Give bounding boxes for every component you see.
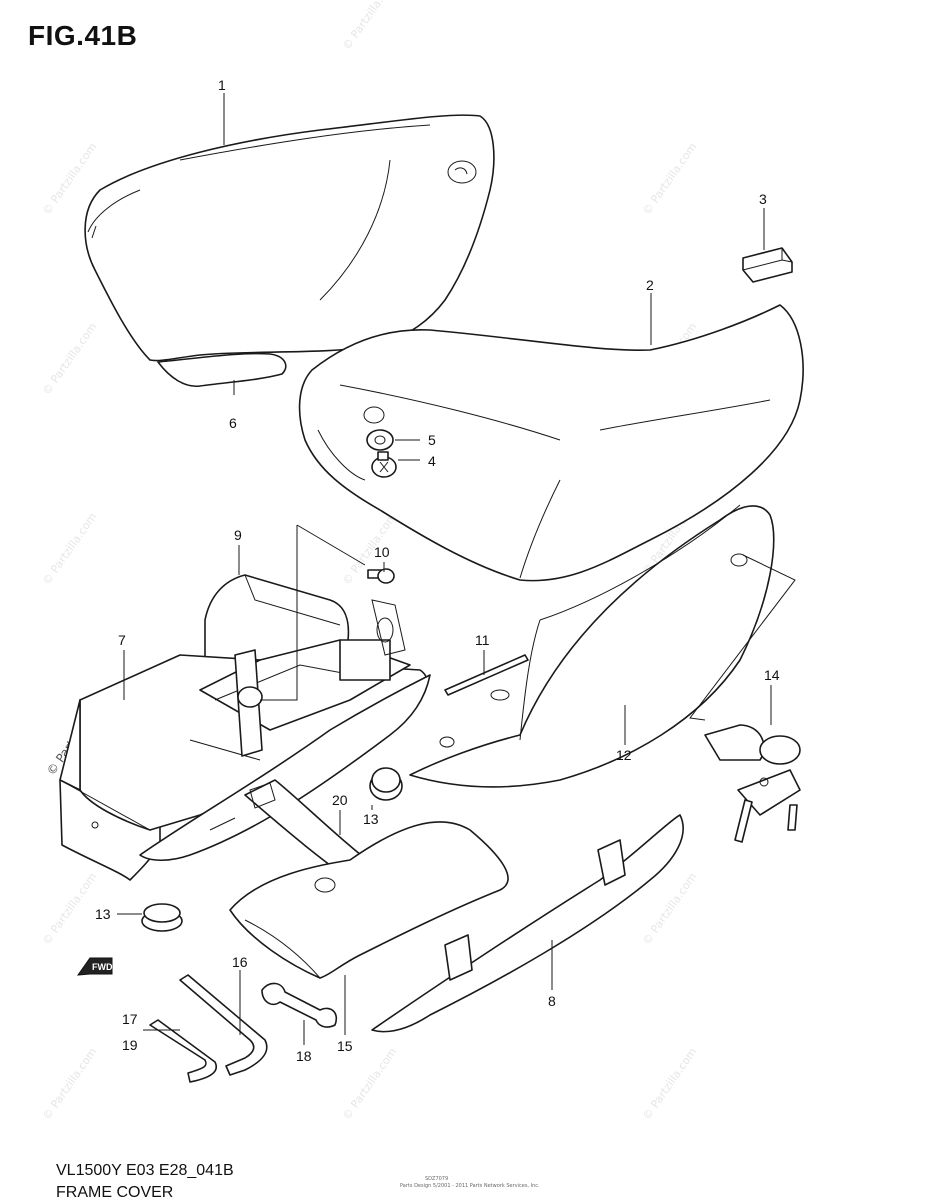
small-code: SDZ7079	[425, 1176, 449, 1182]
frame-cover-right	[298, 304, 804, 582]
callout-number: 10	[374, 544, 390, 560]
callout-number: 16	[232, 954, 248, 970]
callout-number: 2	[646, 277, 654, 293]
grommet	[369, 767, 403, 801]
screw	[371, 451, 397, 478]
leader-lines	[117, 93, 796, 1045]
callout-number: 19	[122, 1037, 138, 1053]
frame-cover-left	[84, 114, 495, 362]
spanner-wrench	[261, 982, 338, 1028]
callout-number: 15	[337, 1038, 353, 1054]
callout-number: 20	[332, 792, 348, 808]
tool-bag-strip	[371, 814, 684, 1033]
callout-number: 1	[218, 77, 226, 93]
tail-cover	[409, 504, 775, 788]
callout-number: 7	[118, 632, 126, 648]
callout-number: 17	[122, 1011, 138, 1027]
cushion-washer	[366, 429, 394, 451]
callout-number: 6	[229, 415, 237, 431]
callout-number: 8	[548, 993, 556, 1009]
tool-box	[59, 599, 431, 881]
grommet	[141, 903, 183, 932]
figure-title: FIG.41B	[28, 20, 138, 51]
cushion	[742, 247, 793, 283]
callout-number: 13	[363, 811, 379, 827]
small-credit: Parts Design 5/2001 - 2011 Parts Network…	[400, 1183, 540, 1189]
callout-number: 4	[428, 453, 436, 469]
lock-set	[704, 724, 801, 843]
callout-number: 12	[616, 747, 632, 763]
fwd-arrow: FWD	[76, 957, 113, 976]
bolt	[367, 568, 395, 584]
tool-bag	[229, 821, 509, 979]
callout-number: 9	[234, 527, 242, 543]
callout-number: 14	[764, 667, 780, 683]
hex-wrench	[149, 1019, 217, 1083]
callout-number: 3	[759, 191, 767, 207]
callout-number: 13	[95, 906, 111, 922]
model-code: VL1500Y E03 E28_041B	[56, 1162, 234, 1179]
fwd-label: FWD	[92, 962, 113, 972]
hex-wrench	[179, 974, 268, 1076]
frame-cover-cushion	[157, 352, 287, 387]
callout-number: 11	[475, 632, 490, 648]
figure-caption: FRAME COVER	[56, 1184, 174, 1201]
callout-labels: 1 2 3 4 5 6 7 8 9 10 11 12 13 13 14 15 1…	[95, 77, 780, 1064]
cushion-strip	[444, 654, 529, 696]
callout-number: 5	[428, 432, 436, 448]
callout-number: 18	[296, 1048, 312, 1064]
